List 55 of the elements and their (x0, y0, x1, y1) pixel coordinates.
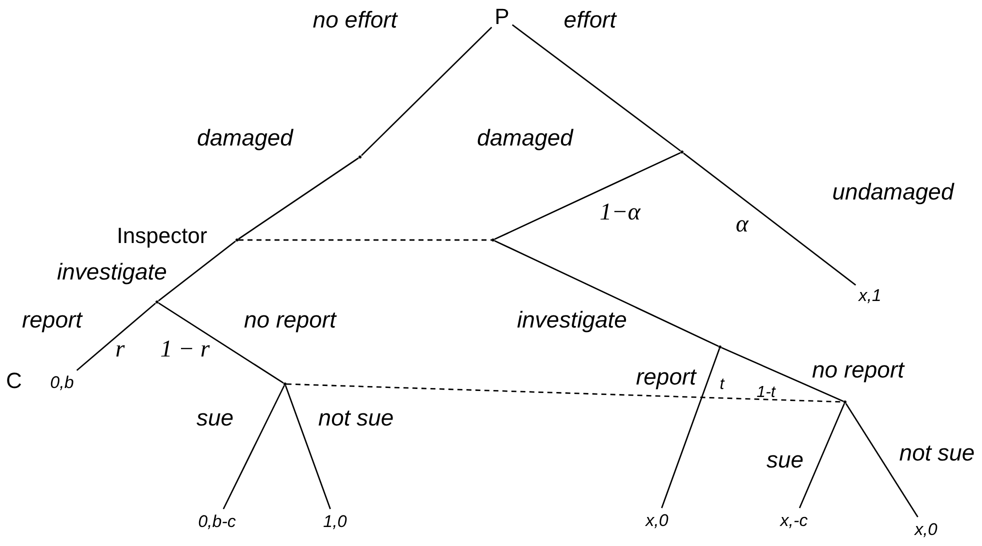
probability-label: 1 − r (160, 336, 210, 364)
branch-point (492, 238, 494, 242)
branch-point (358, 156, 362, 158)
branch-point (718, 346, 722, 348)
edge-label: investigate (517, 306, 627, 334)
player-label: C (6, 368, 22, 394)
information-set-line (238, 239, 492, 241)
branch-line (494, 152, 681, 240)
branch-line (683, 152, 856, 286)
edge-label: no report (244, 306, 336, 334)
payoff-label: x,1 (858, 286, 882, 306)
branch-line (158, 302, 284, 384)
edge-label: not sue (318, 404, 394, 432)
payoff-label: x,-c (780, 511, 808, 531)
edge-label: no effort (312, 6, 398, 34)
branch-line (845, 403, 918, 518)
probability-label: 1-t (756, 384, 776, 402)
payoff-label: 0,b-c (198, 512, 236, 532)
branch-point (236, 238, 238, 242)
edge-label: report (22, 306, 82, 334)
probability-label: r (115, 336, 125, 364)
branch-line (494, 240, 719, 347)
branch-point (284, 382, 286, 386)
edge-label: report (636, 364, 696, 390)
branch-line (798, 403, 845, 508)
branch-line (238, 157, 359, 240)
payoff-label: x,0 (646, 511, 668, 531)
edge-label: damaged (197, 124, 293, 152)
payoff-label: 0,b (50, 373, 74, 393)
branch-line (222, 385, 285, 510)
edge-label: no report (812, 356, 904, 384)
branch-line (721, 347, 844, 402)
edge-label: investigate (57, 258, 167, 286)
edge-label: damaged (477, 124, 573, 152)
edge-label: sue (196, 404, 234, 432)
branch-point (156, 300, 158, 304)
probability-label: 1−α (600, 200, 640, 226)
probability-label: t (720, 376, 724, 394)
probability-label: α (736, 212, 748, 238)
branch-line (512, 24, 681, 152)
branch-point (844, 400, 846, 404)
branch-line (661, 348, 720, 508)
edge-label: not sue (899, 440, 975, 466)
edge-label: effort (564, 6, 616, 34)
edge-label: sue (766, 446, 804, 474)
player-label: Inspector (116, 223, 208, 249)
branch-point (680, 150, 684, 154)
player-label: P (494, 4, 510, 30)
payoff-label: x,0 (914, 520, 938, 540)
edge-label: undamaged (832, 178, 954, 206)
branch-line (76, 302, 156, 371)
payoff-label: 1,0 (323, 512, 347, 532)
branch-line (361, 26, 492, 156)
branch-line (284, 385, 331, 510)
branch-line (158, 240, 236, 302)
